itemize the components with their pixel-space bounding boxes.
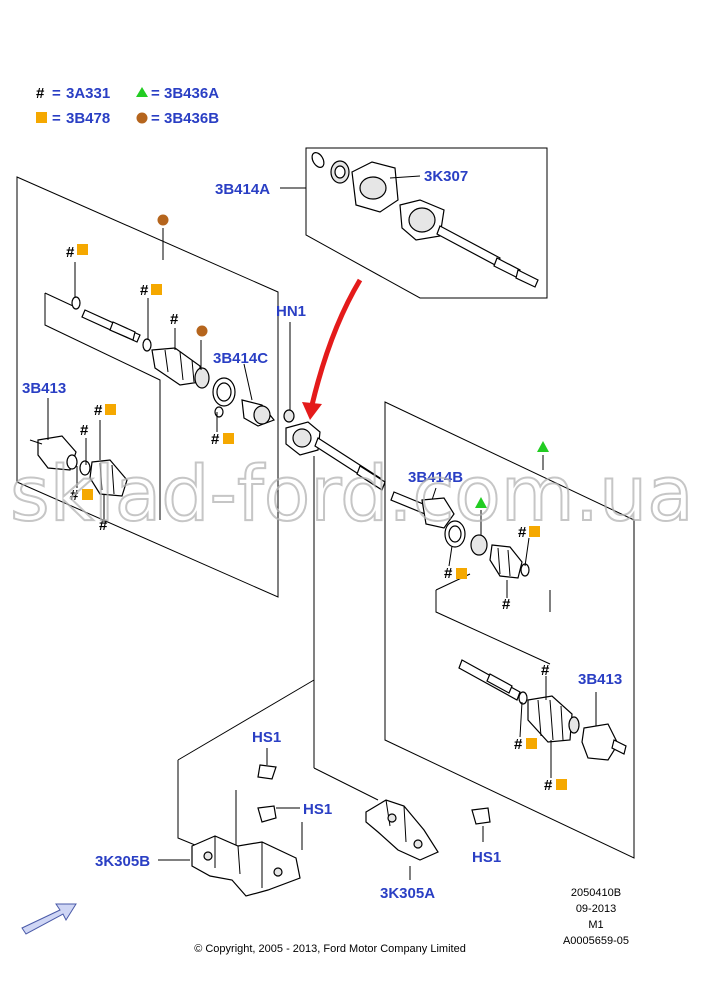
callout-3b413-left: 3B413 [22, 380, 66, 397]
callout-3b414a: 3B414A [215, 181, 270, 198]
hash-label: # [514, 736, 523, 753]
legend-circle-code: 3B436B [164, 110, 219, 127]
info-line-2: 09-2013 [576, 903, 616, 915]
callout-3k305a: 3K305A [380, 885, 435, 902]
circle-marker-icon [196, 325, 208, 337]
legend-hash-code: 3A331 [66, 85, 110, 102]
front-direction-arrow-icon [21, 903, 77, 935]
callout-hs1-mid: HS1 [303, 801, 332, 818]
red-pointer-arrow-icon [309, 278, 363, 406]
red-pointer-arrowhead-icon [302, 402, 322, 420]
hash-label: # [444, 565, 453, 582]
callout-3k305b: 3K305B [95, 853, 150, 870]
square-marker-icon [456, 568, 467, 579]
callout-3k307: 3K307 [424, 168, 468, 185]
info-line-3: M1 [588, 919, 603, 931]
callout-3b413-right: 3B413 [578, 671, 622, 688]
inset-panel-3b414a: 3B414A 3K307 [215, 147, 548, 299]
callout-3b414c: 3B414C [213, 350, 268, 367]
hash-label: # [70, 487, 79, 504]
legend-triangle-code: 3B436A [164, 85, 219, 102]
legend-equals-3: = [52, 110, 61, 127]
square-marker-icon [151, 284, 162, 295]
legend-hash-symbol: # [36, 85, 45, 102]
marker-circle-icon [157, 214, 169, 226]
square-marker-icon [82, 489, 93, 500]
callout-3b414b: 3B414B [408, 469, 463, 486]
square-marker-icon [223, 433, 234, 444]
hash-label: # [502, 596, 511, 613]
square-marker-icon [105, 404, 116, 415]
hash-label: # [170, 311, 179, 328]
hash-label: # [544, 777, 553, 794]
legend-square-code: 3B478 [66, 110, 110, 127]
legend-equals-4: = [151, 110, 160, 127]
right-driveshaft-panel: 3B414B 3B413 [384, 401, 635, 859]
hash-label: # [80, 422, 89, 439]
legend-equals-1: = [52, 85, 61, 102]
square-marker-icon [526, 738, 537, 749]
brackets: 3K305B HS1 HS1 3K305A HS1 [95, 729, 501, 902]
marker-triangle-icon-mid [475, 497, 487, 508]
drawing-info: 2050410B 09-2013 M1 A0005659-05 [563, 887, 629, 947]
legend-equals-2: = [151, 85, 160, 102]
legend-triangle-icon [136, 87, 148, 97]
hash-label: # [140, 282, 149, 299]
info-line-4: A0005659-05 [563, 935, 629, 947]
center-shaft: HN1 [177, 303, 386, 768]
legend-circle-icon [136, 112, 148, 124]
callout-hn1: HN1 [276, 303, 306, 320]
square-marker-icon [556, 779, 567, 790]
legend: # = 3A331 = 3B436A = 3B478 = 3B436B [36, 85, 219, 127]
symbol-markers: # # # # # # # # # # # # # # [66, 244, 567, 794]
square-marker-icon [529, 526, 540, 537]
square-marker-icon [77, 244, 88, 255]
hash-label: # [541, 662, 550, 679]
watermark: sklad-ford.com.ua [10, 449, 694, 538]
copyright: © Copyright, 2005 - 2013, Ford Motor Com… [194, 943, 466, 955]
callout-hs1-right: HS1 [472, 849, 501, 866]
marker-triangle-icon-top [537, 441, 549, 452]
hash-label: # [66, 244, 75, 261]
hash-label: # [94, 402, 103, 419]
left-driveshaft-panel: 3B414C 3B413 [16, 176, 279, 598]
hash-label: # [211, 431, 220, 448]
info-line-1: 2050410B [571, 887, 621, 899]
callout-hs1-top: HS1 [252, 729, 281, 746]
legend-square-icon [36, 112, 47, 123]
hash-label: # [518, 524, 527, 541]
hash-label: # [99, 517, 108, 534]
